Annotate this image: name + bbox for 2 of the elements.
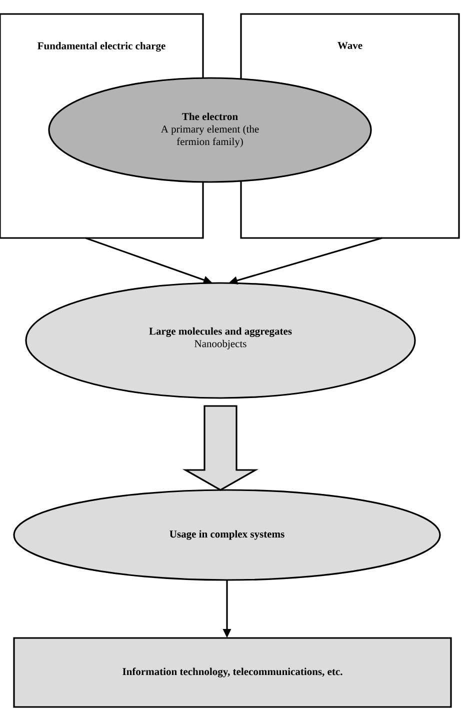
- result-box: Information technology, telecommunications, etc.: [13, 637, 452, 708]
- block-arrow: [182, 405, 258, 491]
